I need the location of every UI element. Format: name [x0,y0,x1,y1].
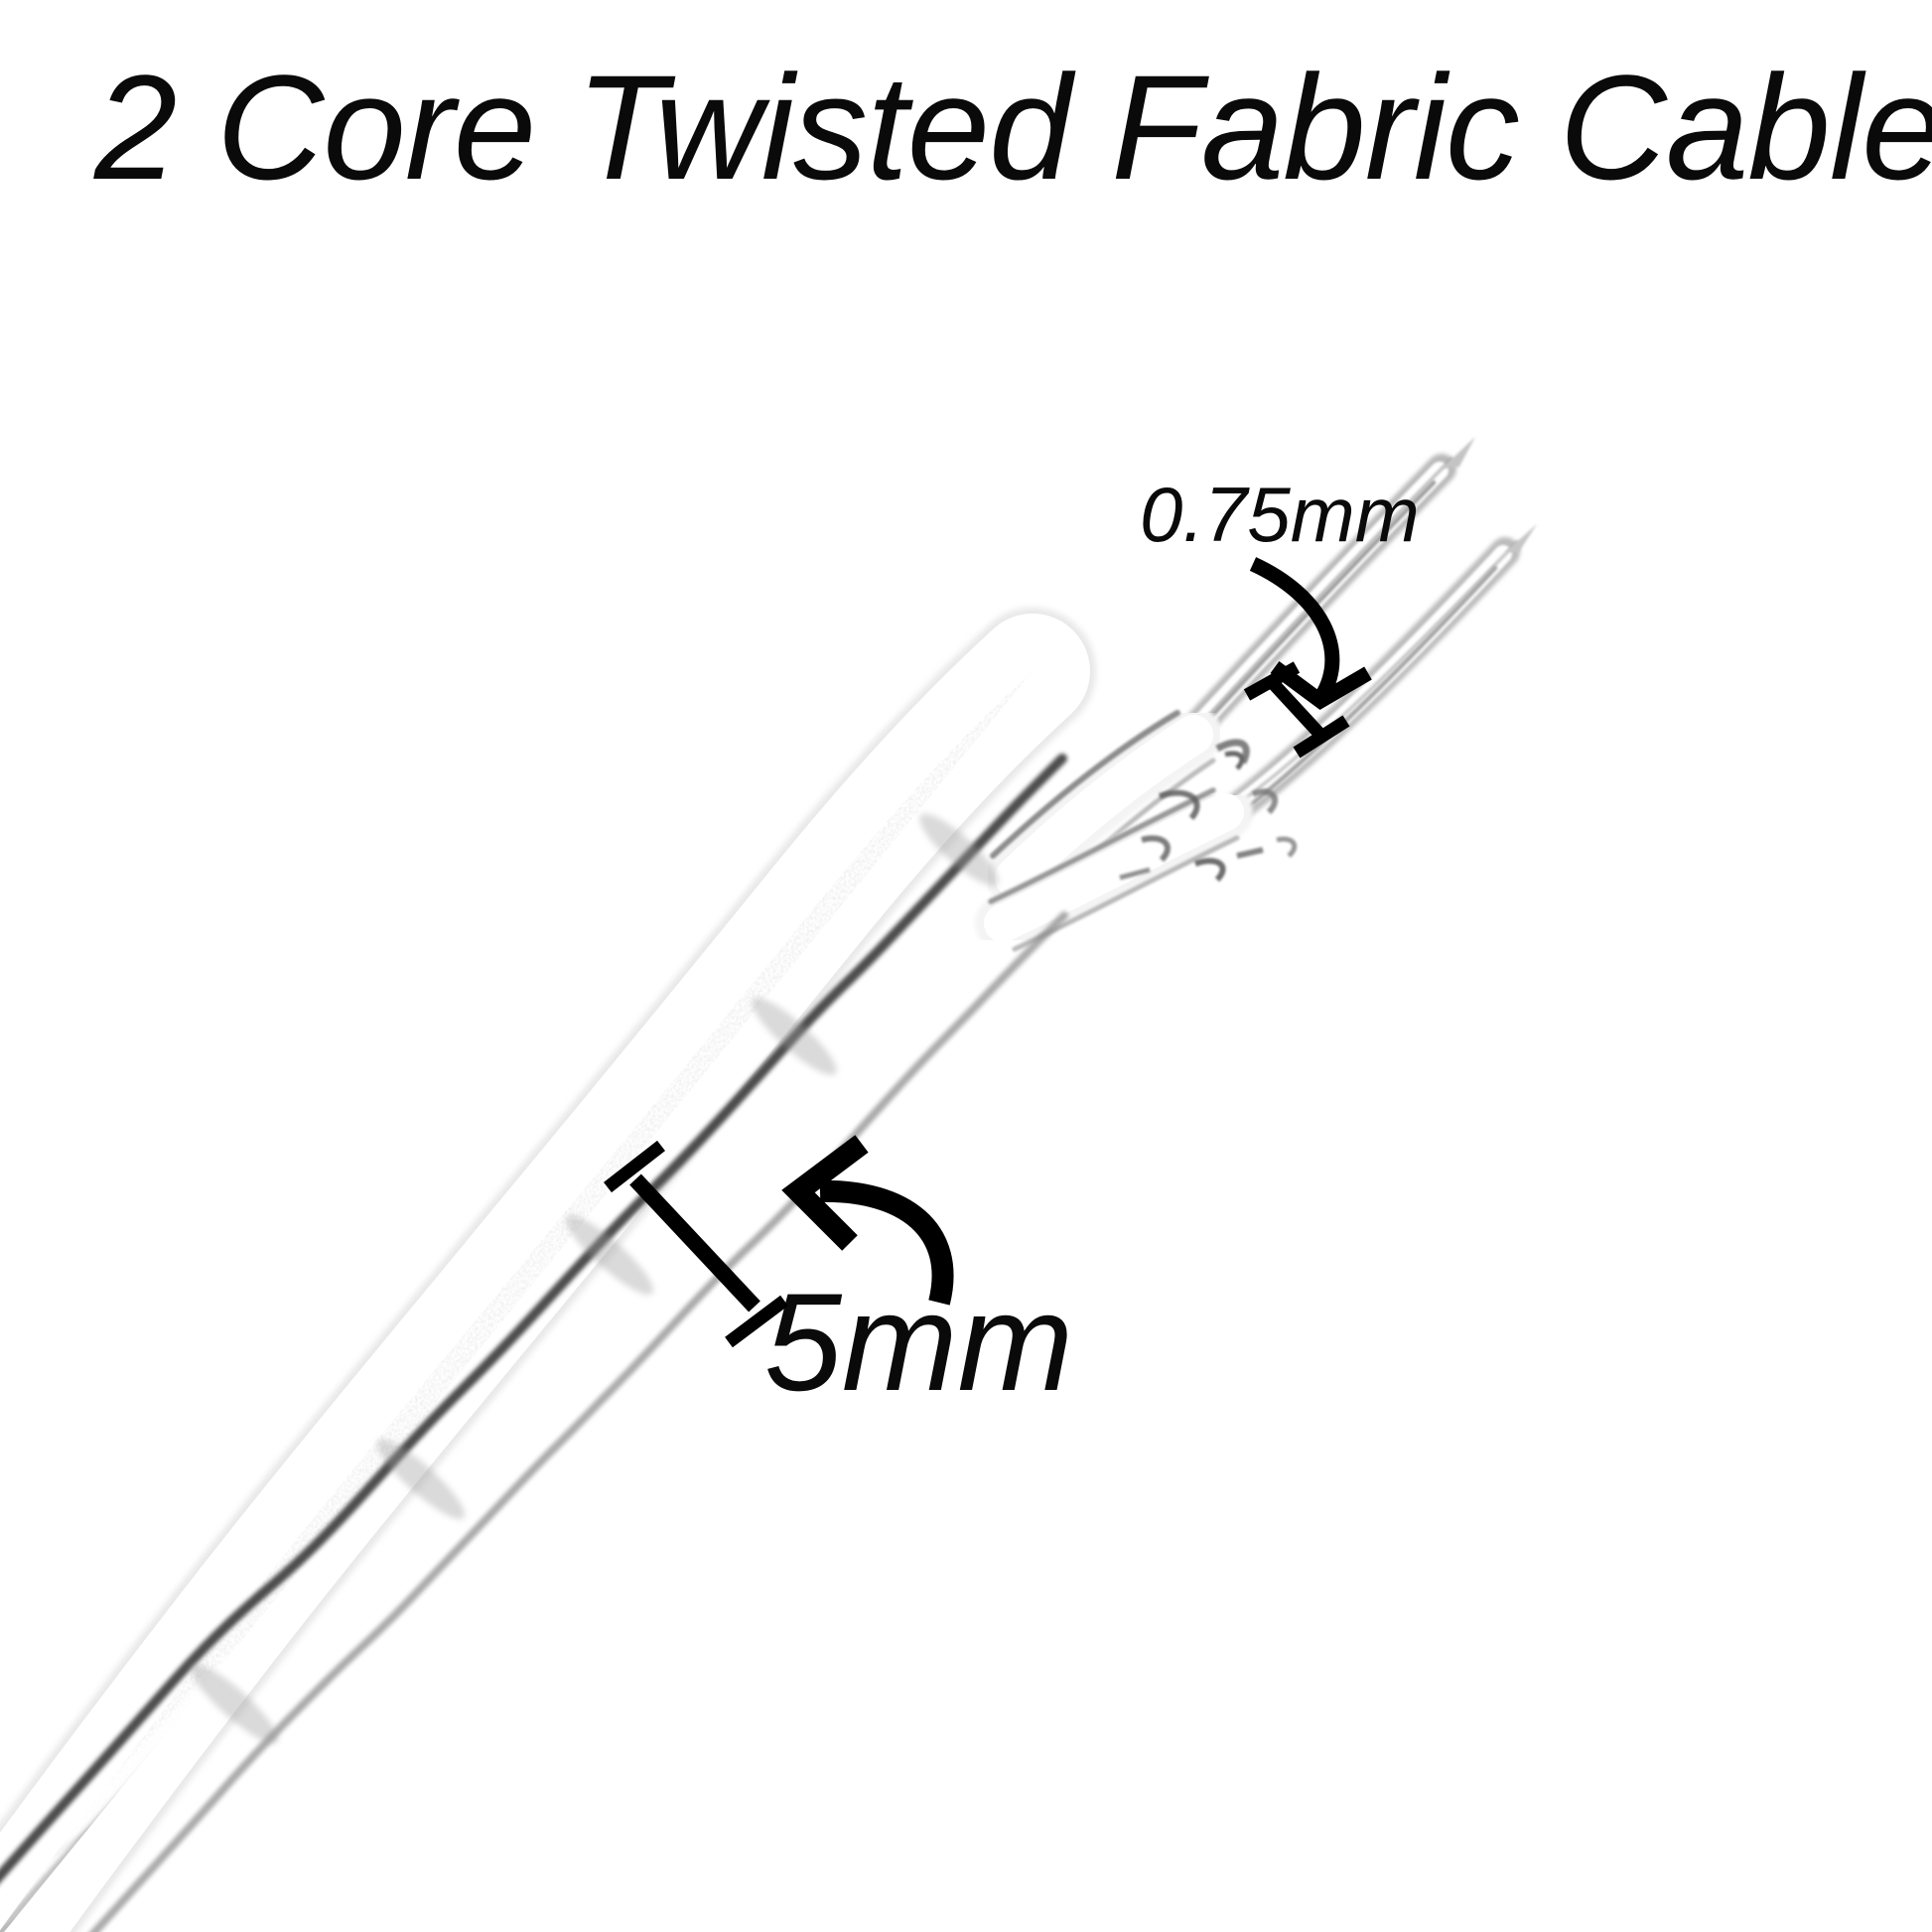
dimension-label-5mm: 5mm [764,1264,1073,1420]
leader-arrow-shaft-0-75mm [1249,557,1340,699]
conductor-wire-lower [1214,524,1537,831]
annotation-cable-diameter: 5mm [604,1135,1073,1420]
leader-arrowhead-5mm [781,1135,869,1251]
dimension-marker-0-75mm [1243,661,1350,759]
dimension-label-0-75mm: 0.75mm [1140,471,1420,558]
dimension-marker-5mm [604,1140,788,1348]
leader-arrow-shaft-5mm [819,1179,954,1306]
cable-split-junction [975,706,1298,952]
page-title: 2 Core Twisted Fabric Cable [93,44,1932,210]
annotation-conductor-diameter: 0.75mm [1140,471,1420,759]
leader-arrowhead-0-75mm [1270,660,1372,710]
